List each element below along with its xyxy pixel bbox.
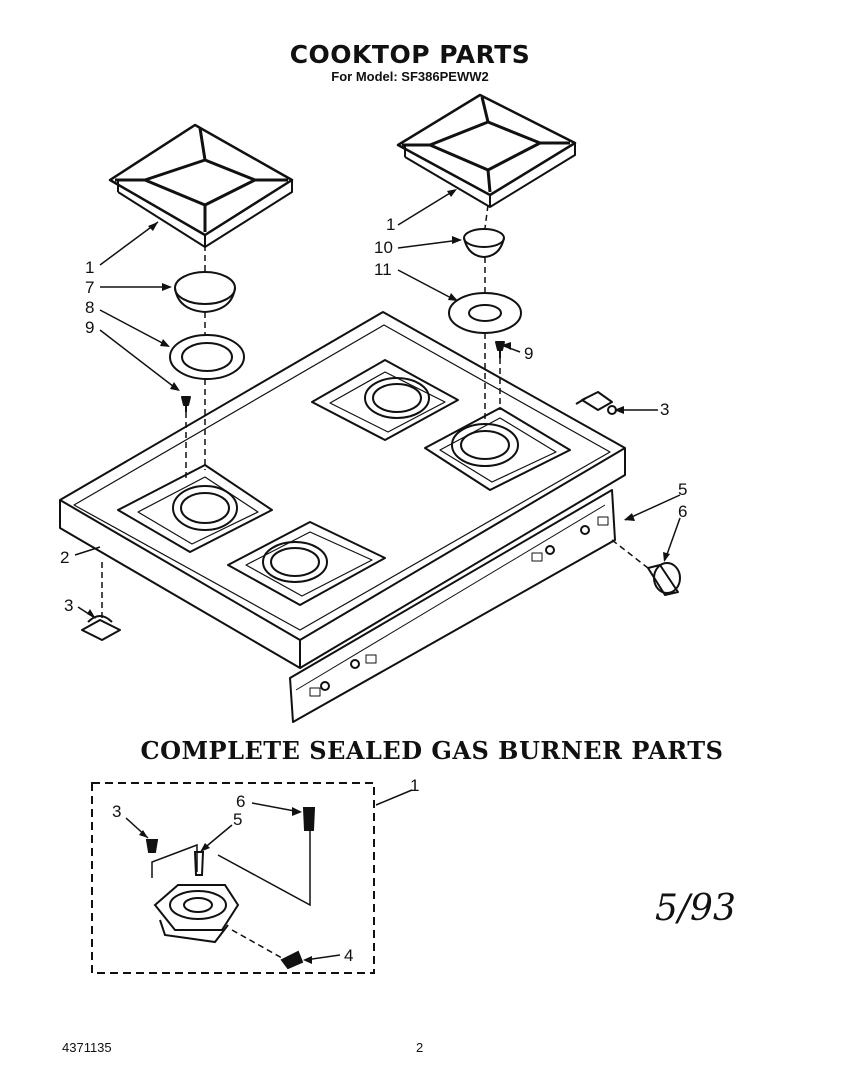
burner-ring-right [449,293,521,333]
callout-small-cap: 10 [374,238,393,257]
callout-cooktop: 2 [60,548,70,567]
burner-cap-right [464,229,504,257]
screw-right [496,342,504,358]
callout-screw-right: 9 [524,344,534,363]
burner-well-rear-right [312,360,458,440]
control-panel [290,490,615,722]
callout-burner-assembly: 1 [410,776,420,795]
callout-panel: 5 [678,480,688,499]
clip-left [82,616,120,640]
page-number: 2 [416,1040,424,1055]
callout-burner-screw: 5 [233,810,243,829]
callout-base-screw: 3 [112,802,122,821]
burner-base [155,885,238,942]
screw-detail [147,808,314,875]
document-number: 4371135 [62,1040,112,1055]
grate-right [398,95,575,207]
callout-burner-cap: 7 [85,278,95,297]
assembly-lines [102,205,648,620]
burner-well-front-right [425,408,570,490]
burner-ring-left [170,335,244,379]
callout-screw: 9 [85,318,95,337]
screw-left [182,397,190,412]
burner-cap-left [175,272,235,312]
control-knob [648,563,680,595]
page-title: COOKTOP PARTS [289,40,531,69]
callout-electrode: 6 [236,792,246,811]
burner-well-front-left [118,465,272,552]
callout-small-ring: 11 [374,260,392,279]
sealed-burner-detail [92,783,412,973]
callout-grate: 1 [85,258,95,277]
cooktop-body [60,312,625,668]
leader-lines [75,190,680,618]
callout-clip-right: 3 [660,400,670,419]
grate-left [110,125,292,247]
burner-well-rear-left [228,522,385,605]
model-number: For Model: SF386PEWW2 [331,69,489,84]
callout-knob: 6 [678,502,688,521]
callout-grate-right: 1 [386,215,396,234]
section-title: COMPLETE SEALED GAS BURNER PARTS [140,736,724,765]
clip-right [576,392,616,414]
callout-burner-ring: 8 [85,298,95,317]
callout-clip-left: 3 [64,596,74,615]
callout-clip: 4 [344,946,354,965]
handwritten-date: 5/93 [655,888,736,929]
